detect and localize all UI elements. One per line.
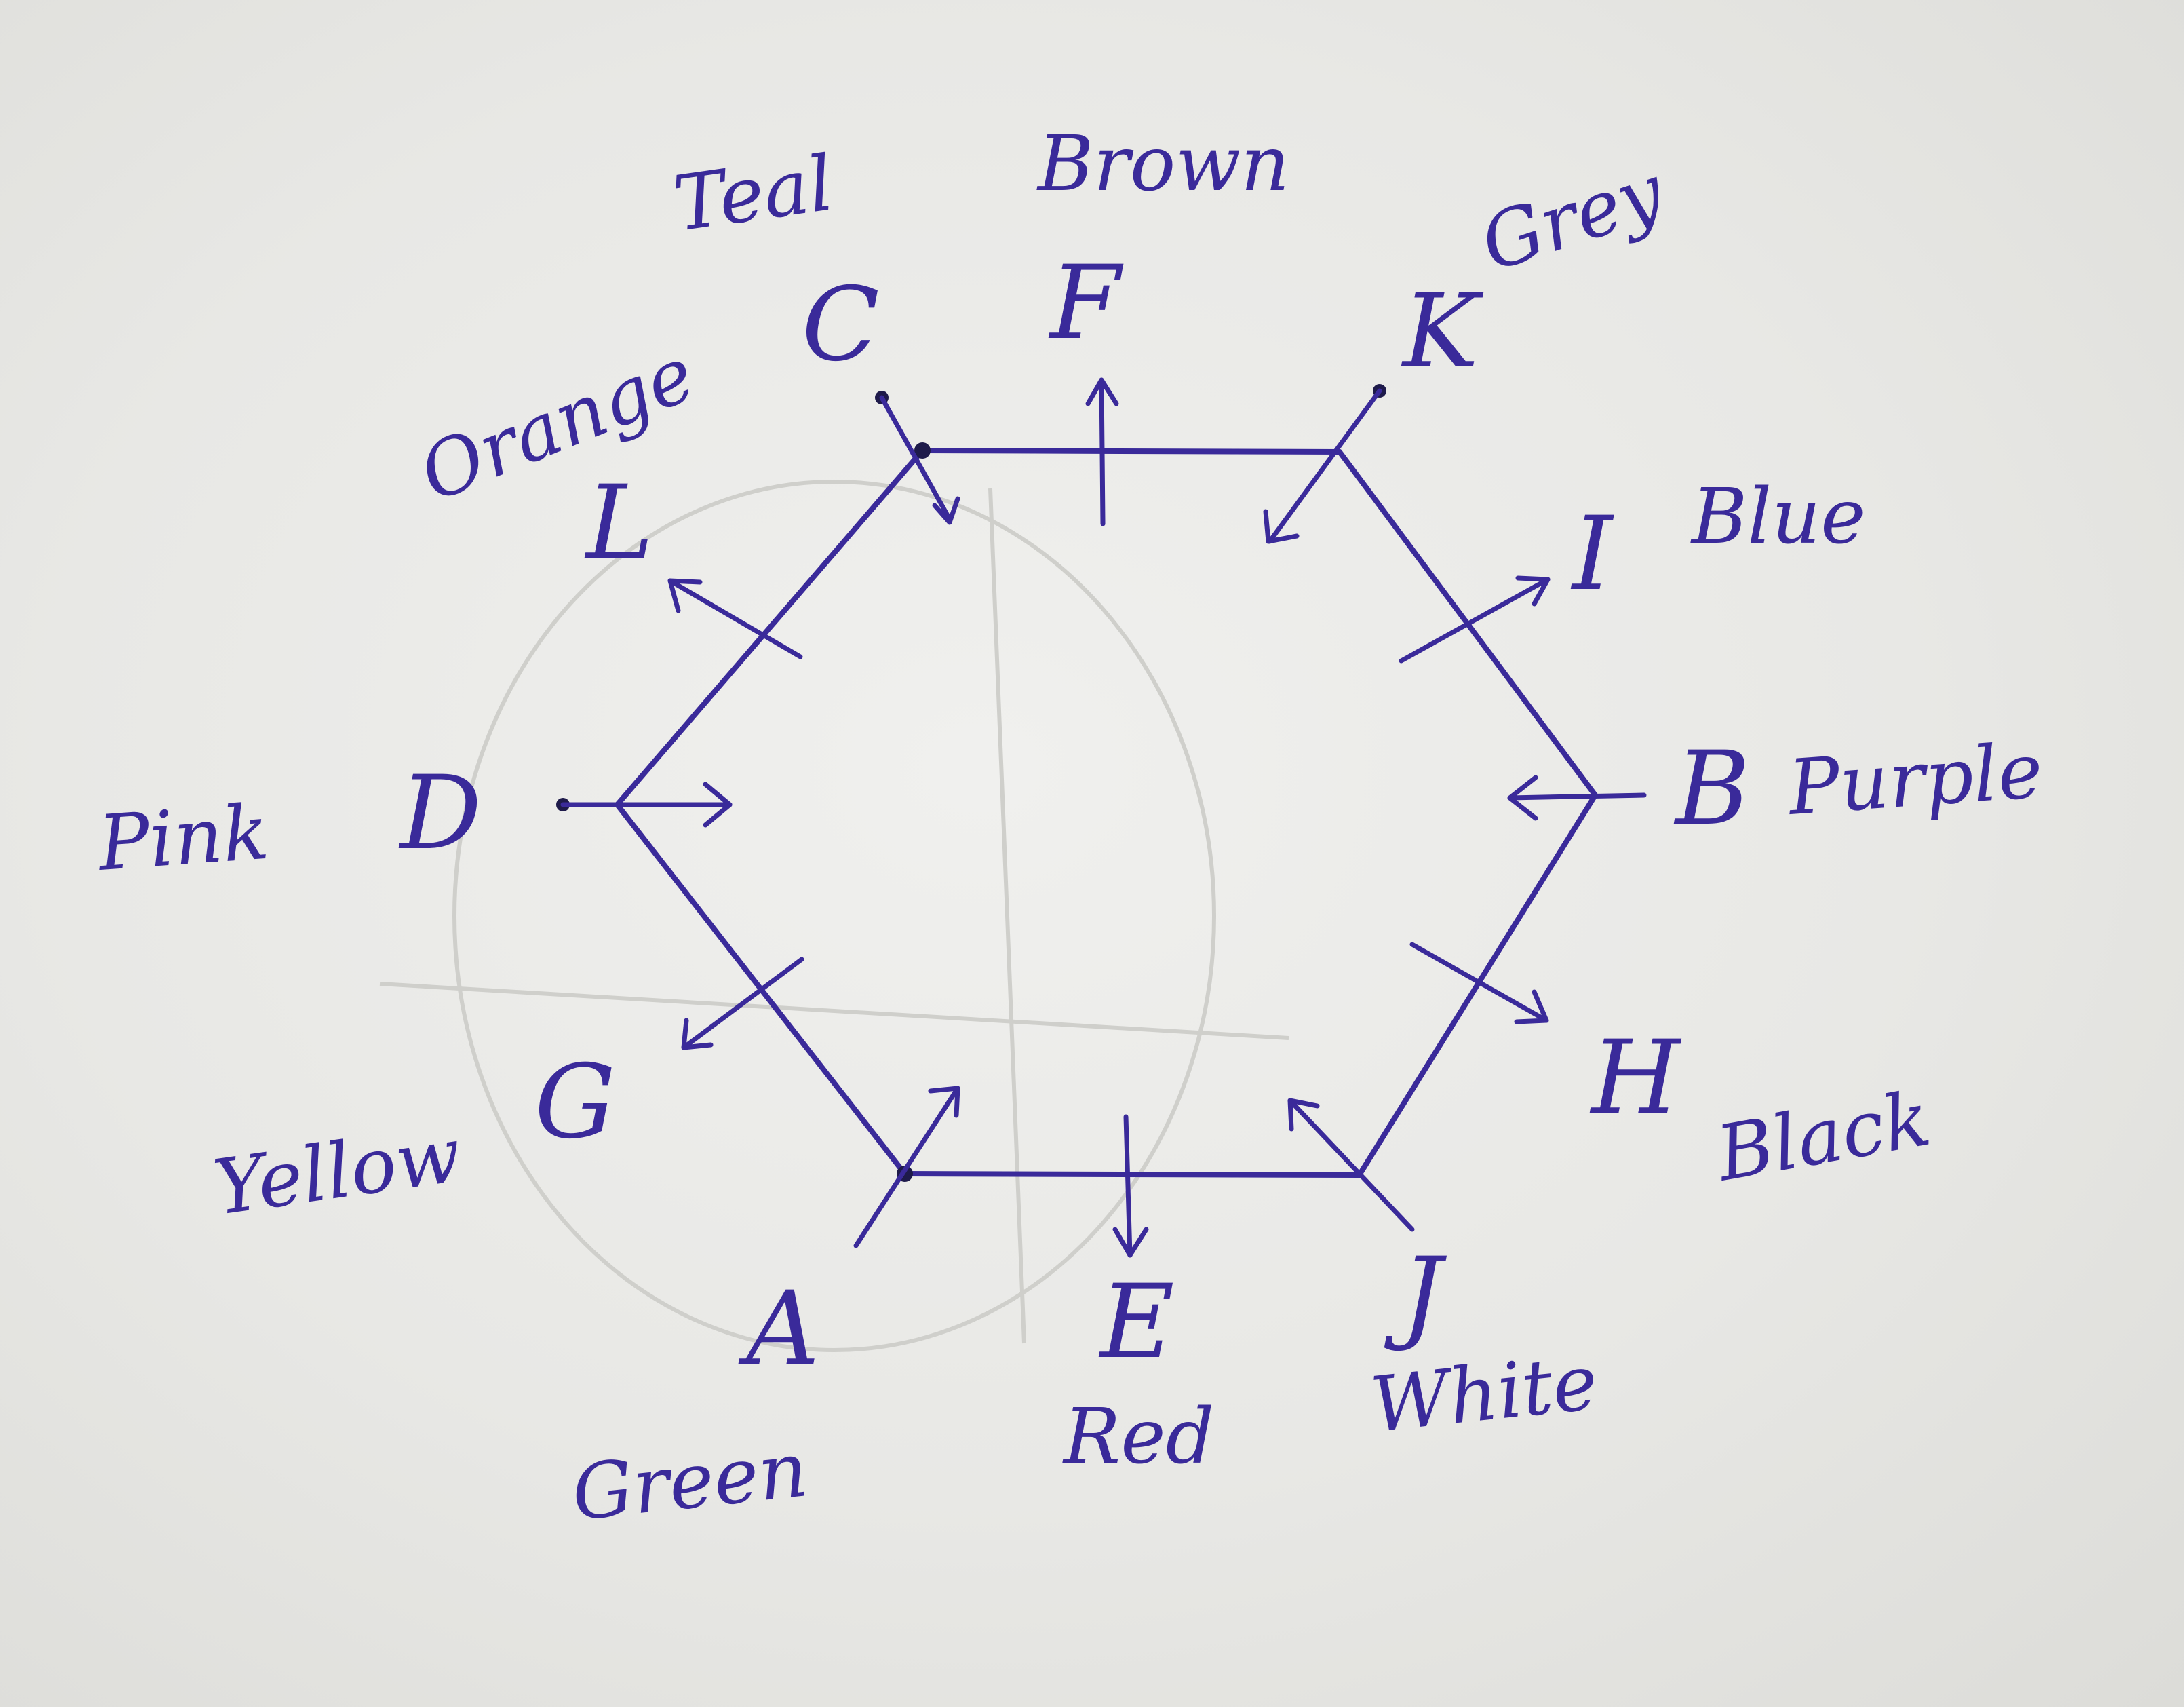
label-color-brown: Brown [1036, 120, 1289, 208]
label-letter-e: E [1098, 1263, 1175, 1381]
label-letter-h: H [1589, 1019, 1682, 1137]
arrow-h [1409, 942, 1549, 1024]
vertex-dot-c [914, 442, 931, 459]
arrow-f [1085, 377, 1119, 526]
label-color-teal: Teal [669, 139, 839, 248]
label-color-blue: Blue [1690, 473, 1866, 561]
arrow-d [560, 782, 733, 828]
arrow-b [1507, 775, 1647, 821]
label-color-green: Green [568, 1425, 811, 1538]
label-letter-k: K [1401, 273, 1484, 391]
arrow-i [1399, 575, 1551, 664]
show-through-marks [379, 480, 1289, 1352]
arrow-a [853, 1086, 960, 1248]
arrow-g [681, 957, 804, 1050]
arrow-c [879, 395, 960, 525]
label-letter-f: F [1048, 244, 1124, 362]
label-letter-b: B [1673, 730, 1750, 848]
label-letter-j: J [1384, 1236, 1447, 1354]
edge-d-c [615, 448, 925, 807]
label-letter-g: G [534, 1043, 616, 1162]
label-letter-a: A [738, 1270, 819, 1388]
label-color-grey: Grey [1470, 147, 1675, 288]
edge-c-k [920, 448, 1342, 455]
arrows [560, 377, 1647, 1258]
labels: C Teal F Brown K Grey I Blue B Purple H … [94, 120, 2046, 1538]
label-color-white: White [1367, 1339, 1601, 1450]
label-letter-i: I [1570, 495, 1614, 613]
arrow-l [667, 578, 803, 659]
arrow-e [1112, 1114, 1149, 1258]
label-letter-c: C [802, 266, 880, 384]
label-color-pink: Pink [94, 788, 272, 888]
label-color-orange: Orange [408, 330, 706, 519]
edge-j-a [902, 1171, 1362, 1178]
label-letter-d: D [398, 754, 482, 872]
vertex-dots [556, 384, 1386, 1182]
arrow-k [1263, 388, 1382, 544]
label-color-black: Black [1709, 1075, 1936, 1199]
edge-b-j [1357, 792, 1598, 1178]
arrow-j [1287, 1098, 1415, 1232]
hexagon-edges [615, 448, 1598, 1178]
label-color-purple: Purple [1785, 727, 2046, 832]
label-color-red: Red [1062, 1393, 1214, 1481]
label-color-yellow: Yellow [209, 1111, 467, 1233]
label-letter-l: L [584, 464, 654, 582]
